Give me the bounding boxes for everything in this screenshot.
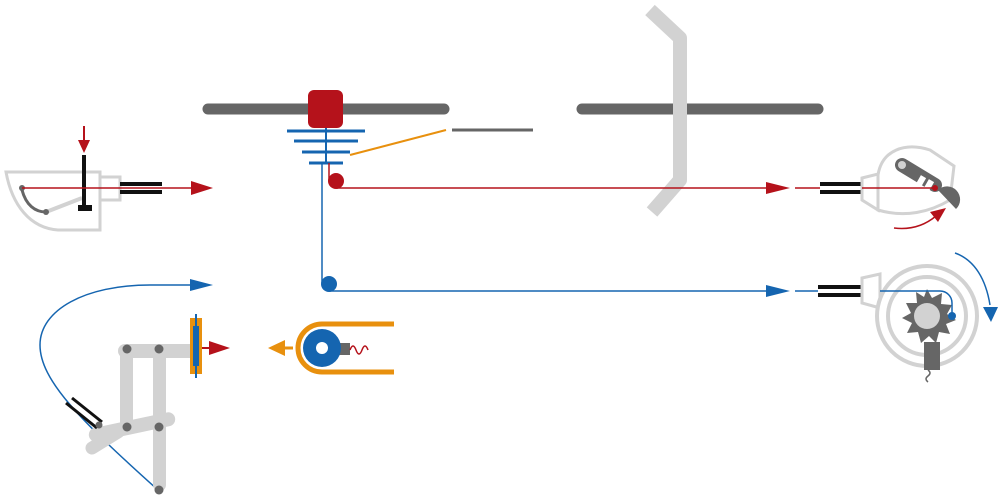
red-arrow-right-1 [766, 182, 790, 194]
orange-arrow-left [268, 340, 285, 356]
flywheel-pulley-icon [818, 252, 998, 383]
brake-disc-caliper-icon [820, 145, 961, 230]
red-arrow-down [78, 140, 90, 153]
red-hub-block [308, 90, 343, 128]
blue-arrow-right-2 [190, 279, 213, 291]
red-cable [328, 163, 820, 194]
central-hub [287, 90, 533, 165]
pawl-ratchet-icon [268, 321, 394, 375]
red-arrow-right-small [209, 341, 230, 355]
spring-icon [349, 345, 369, 355]
blue-cable-node [321, 276, 337, 292]
bent-post [645, 4, 687, 217]
blue-cable [321, 163, 818, 297]
red-arrow-right-left [191, 181, 213, 195]
red-curved-arrow [930, 208, 946, 222]
linkage-arm-icon [65, 314, 230, 495]
left-trigger-lever-icon [4, 126, 213, 232]
blue-curved-arrow [983, 307, 998, 322]
orange-connector [349, 129, 447, 156]
red-cable-node [328, 173, 344, 189]
blue-arrow-right-1 [766, 285, 790, 297]
